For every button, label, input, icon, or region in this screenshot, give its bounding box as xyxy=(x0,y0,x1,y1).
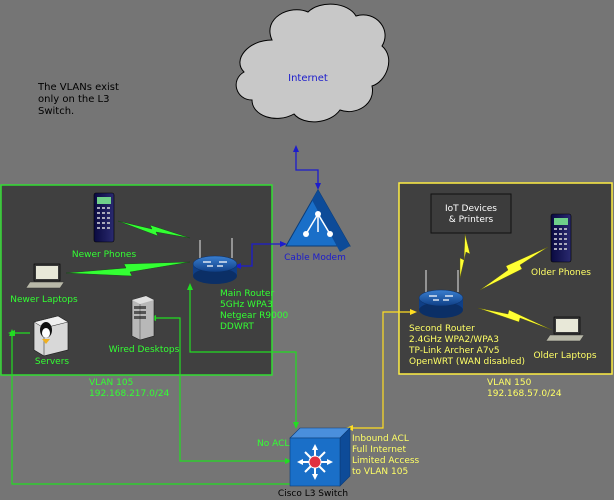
internet-cloud: Internet xyxy=(235,3,390,123)
svg-text:TP-Link Archer A7v5: TP-Link Archer A7v5 xyxy=(408,346,500,356)
l3-switch-label: Cisco L3 Switch xyxy=(278,489,348,499)
vlan105-subnet: 192.168.217.0/24 xyxy=(89,389,170,399)
cable-modem-label: Cable Modem xyxy=(284,253,346,263)
newer-laptop-icon xyxy=(25,263,65,289)
desktops-switch-link xyxy=(153,317,288,462)
newer-phones-label: Newer Phones xyxy=(72,250,137,260)
svg-text:The VLANs exist: The VLANs exist xyxy=(37,82,119,93)
older-laptop-icon xyxy=(545,316,585,342)
svg-text:& Printers: & Printers xyxy=(449,215,494,225)
wired-desktops-label: Wired Desktops xyxy=(109,345,180,355)
svg-text:to VLAN 105: to VLAN 105 xyxy=(352,467,408,477)
internet-modem-link xyxy=(295,150,319,186)
vlan150-subnet: 192.168.57.0/24 xyxy=(487,389,562,399)
iot-box: IoT Devices & Printers xyxy=(430,193,512,234)
older-phones-label: Older Phones xyxy=(531,268,591,278)
svg-text:Limited Access: Limited Access xyxy=(352,456,420,466)
second-router-icon xyxy=(418,270,464,318)
svg-text:DDWRT: DDWRT xyxy=(220,322,254,332)
svg-text:IoT Devices: IoT Devices xyxy=(445,204,497,214)
older-laptops-label: Older Laptops xyxy=(533,351,596,361)
wan-links xyxy=(234,145,321,269)
router-switch-link xyxy=(189,287,297,425)
vlan105-title: VLAN 105 xyxy=(89,378,133,388)
svg-text:Netgear R9000: Netgear R9000 xyxy=(220,311,289,321)
vlan-note: The VLANs exist only on the L3 Switch. xyxy=(37,82,119,117)
newer-laptops-label: Newer Laptops xyxy=(10,295,78,305)
svg-text:5GHz WPA3: 5GHz WPA3 xyxy=(220,300,273,310)
vlan150-title: VLAN 150 xyxy=(487,378,532,388)
main-router-icon xyxy=(192,238,238,284)
internet-label: Internet xyxy=(288,73,328,84)
wifi-bolts-105 xyxy=(65,220,191,277)
modem-router-link xyxy=(237,243,283,267)
second-router-label: Second Router 2.4GHz WPA2/WPA3 TP-Link A… xyxy=(408,324,525,367)
vlan150-uplink xyxy=(350,311,413,429)
svg-text:OpenWRT (WAN disabled): OpenWRT (WAN disabled) xyxy=(409,357,525,367)
servers-label: Servers xyxy=(35,357,70,367)
inbound-acl-label: Inbound ACL Full Internet Limited Access… xyxy=(352,434,420,477)
wifi-bolts-150 xyxy=(459,233,553,331)
older-phone-icon xyxy=(550,213,572,263)
svg-text:Inbound ACL: Inbound ACL xyxy=(352,434,409,444)
svg-text:Second Router: Second Router xyxy=(409,324,475,334)
cable-modem-icon xyxy=(285,188,351,252)
server-icon xyxy=(33,315,69,357)
svg-text:Switch.: Switch. xyxy=(38,106,74,117)
main-router-label: Main Router 5GHz WPA3 Netgear R9000 DDWR… xyxy=(220,289,289,332)
desktop-tower-icon xyxy=(131,295,155,341)
no-acl-label: No ACL xyxy=(257,439,289,449)
svg-text:Full Internet: Full Internet xyxy=(352,445,406,455)
newer-phone-icon xyxy=(93,192,115,243)
svg-text:Main Router: Main Router xyxy=(220,289,274,299)
svg-text:2.4GHz WPA2/WPA3: 2.4GHz WPA2/WPA3 xyxy=(409,335,499,345)
l3-switch-icon xyxy=(289,427,351,487)
svg-text:only on the L3: only on the L3 xyxy=(38,94,110,105)
